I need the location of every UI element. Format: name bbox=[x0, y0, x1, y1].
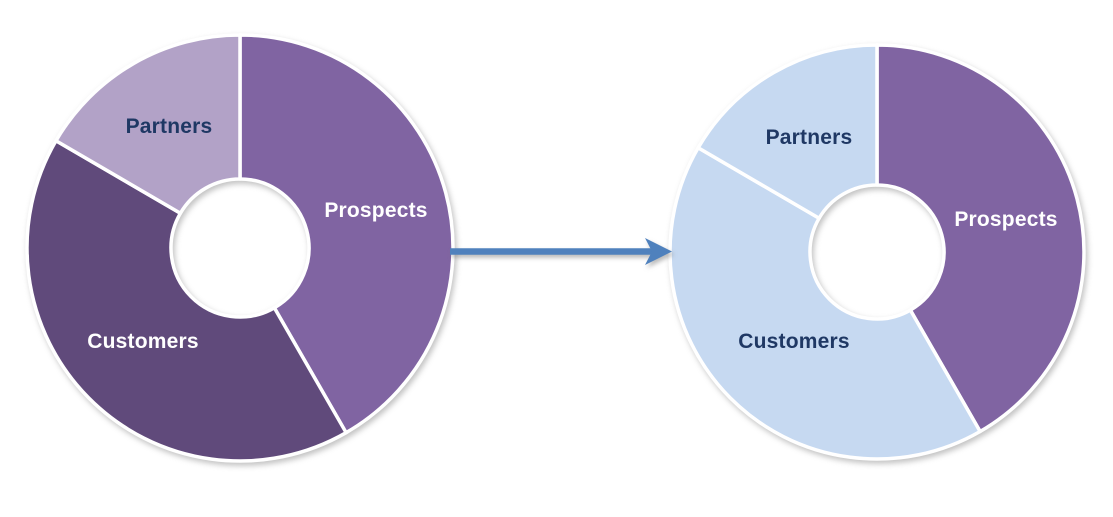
donut-chart-after bbox=[668, 43, 1086, 461]
donut-segment-partners-right[interactable] bbox=[696, 43, 879, 221]
arrow-head-icon[interactable] bbox=[645, 238, 672, 265]
donut-segment-customers-right[interactable] bbox=[668, 146, 982, 461]
donut-segment-customers-left[interactable] bbox=[25, 138, 348, 463]
donut-segment-prospects-right[interactable] bbox=[875, 43, 1086, 434]
donut-segment-partners-left[interactable] bbox=[54, 33, 242, 215]
donut-chart-before bbox=[25, 33, 455, 463]
donut-segment-prospects-left[interactable] bbox=[238, 33, 455, 435]
transition-arrow[interactable] bbox=[440, 225, 690, 285]
